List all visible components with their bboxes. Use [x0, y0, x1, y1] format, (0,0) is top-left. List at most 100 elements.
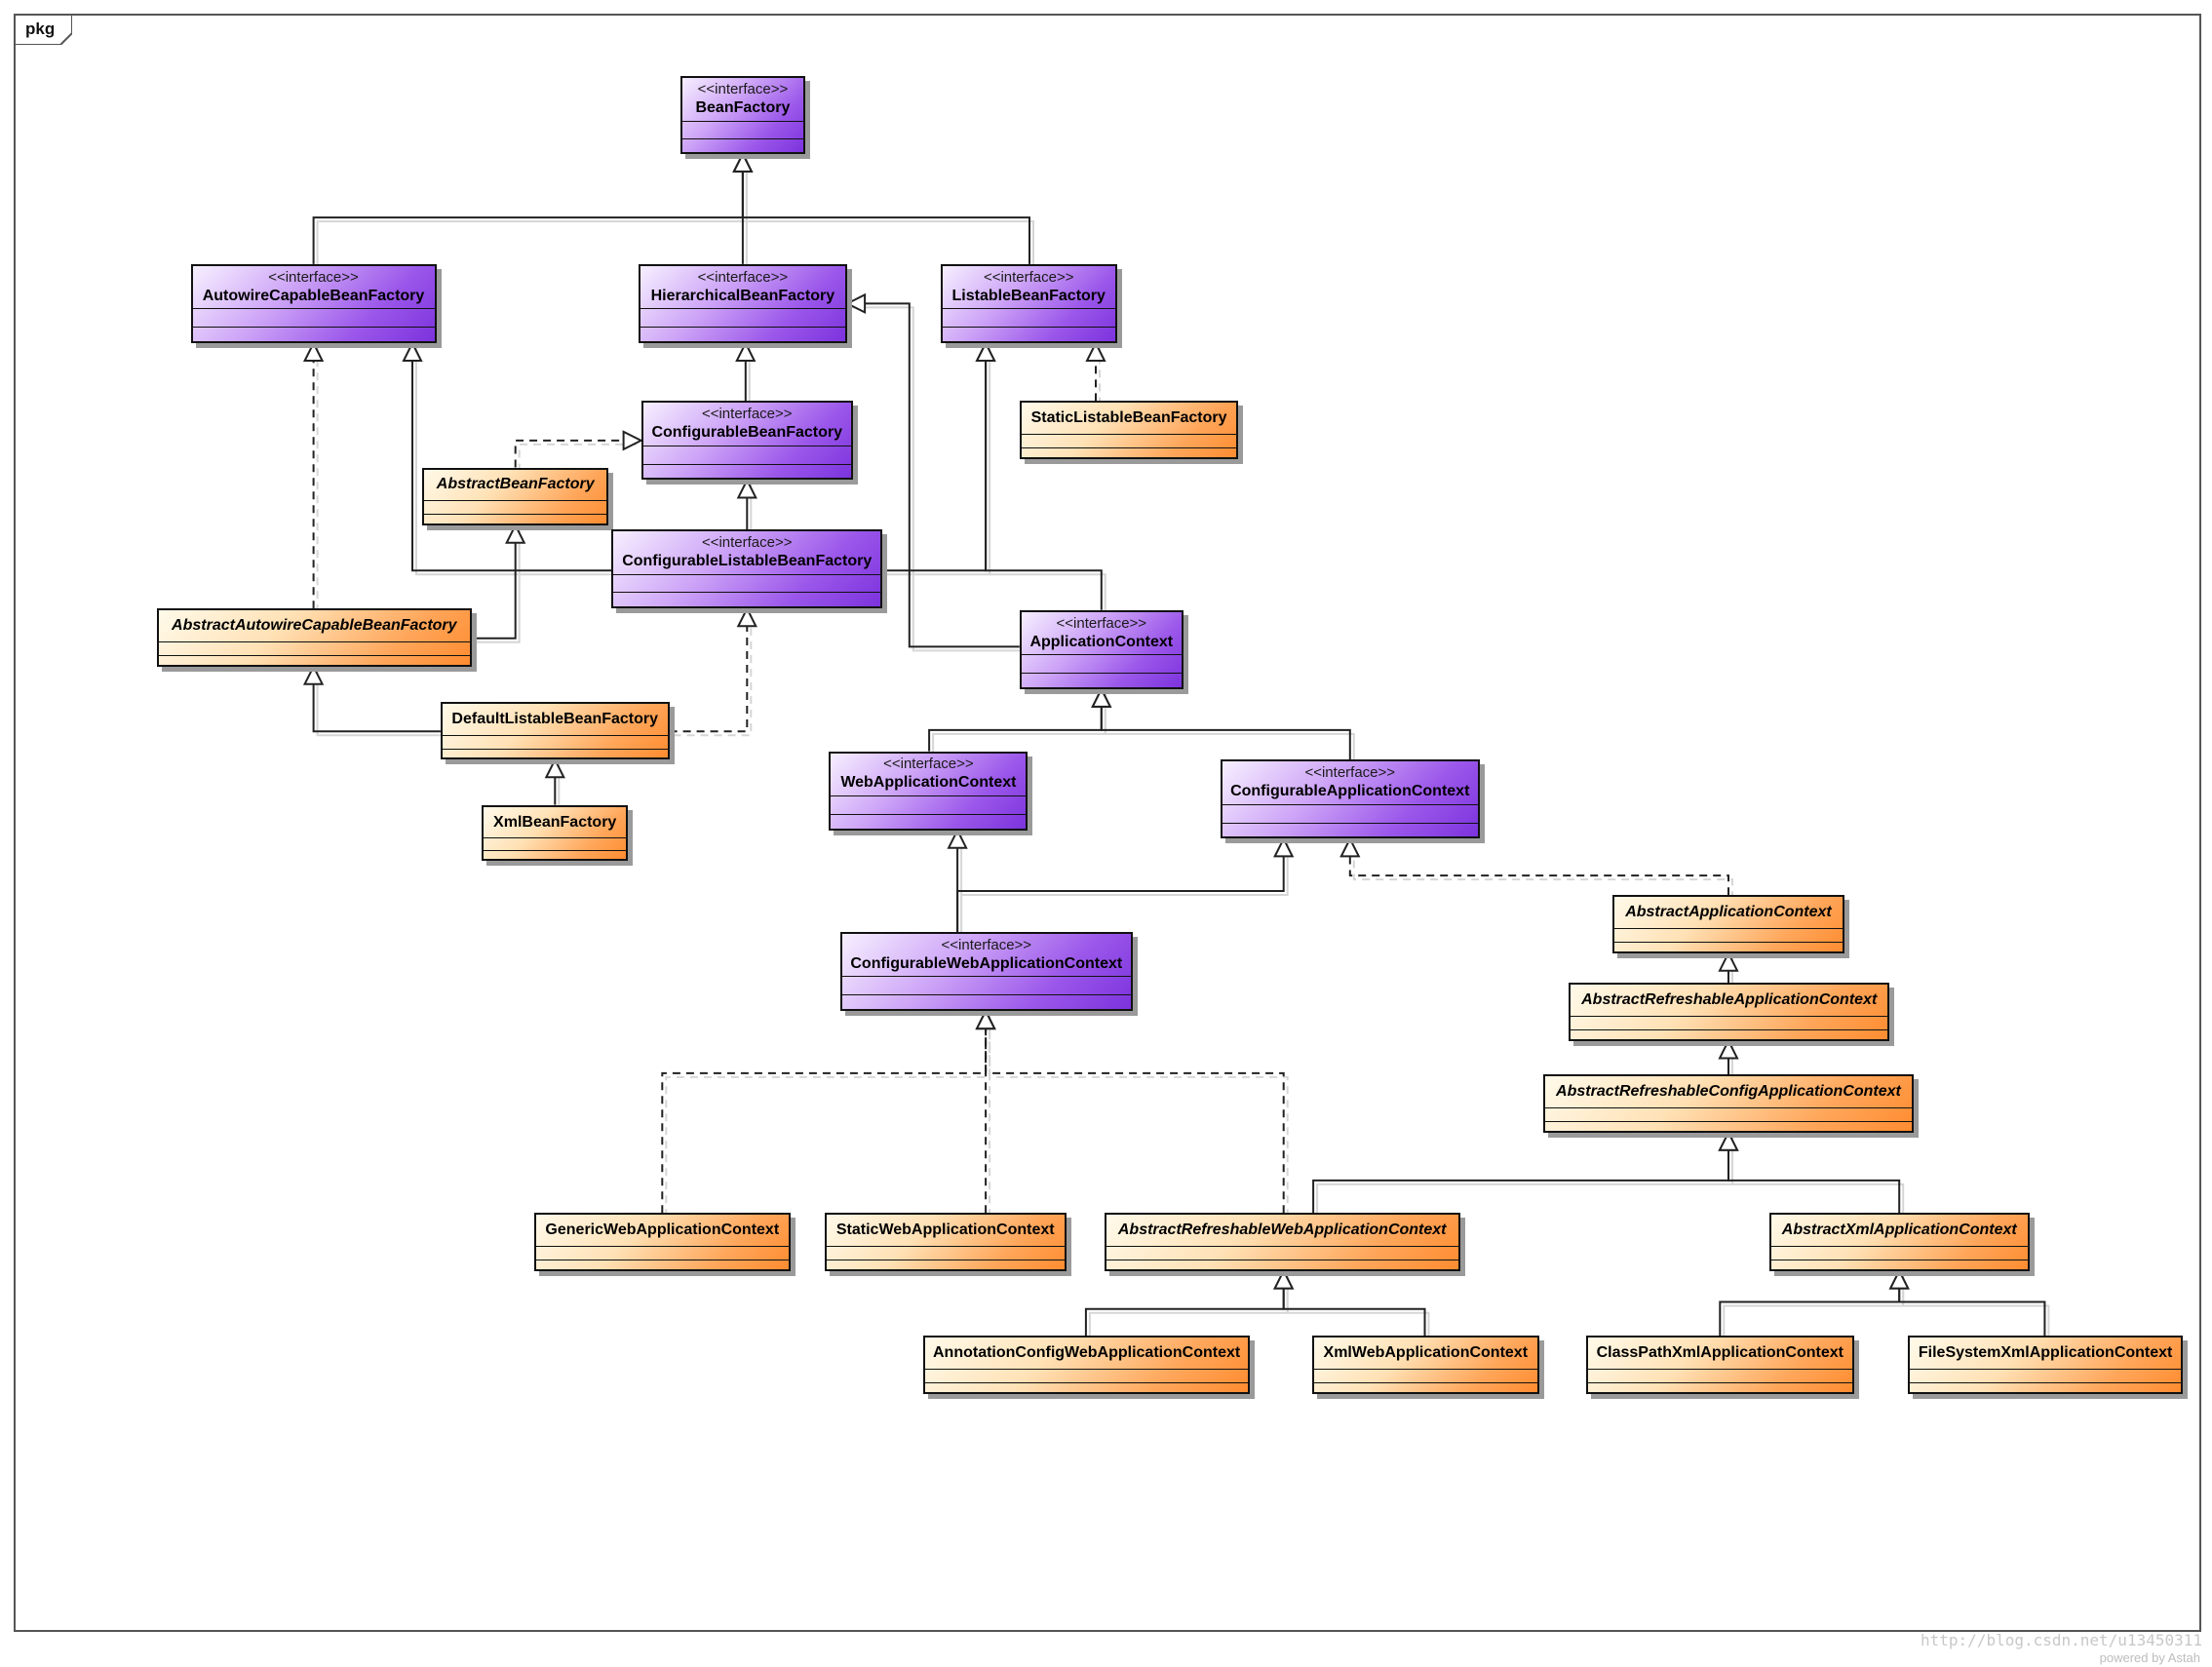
class-name-label: DefaultListableBeanFactory [451, 710, 659, 727]
class-name-label: WebApplicationContext [840, 774, 1017, 792]
uml-arwac-box: AbstractRefreshableWebApplicationContext [1104, 1213, 1460, 1271]
uml-node-header: AbstractBeanFactory [424, 470, 606, 501]
class-name-label: AbstractXmlApplicationContext [1781, 1221, 2017, 1239]
uml-node-header: <<interface>>WebApplicationContext [831, 754, 1026, 795]
edge-shadow [960, 842, 1289, 936]
class-name-label: ConfigurableWebApplicationContext [850, 954, 1123, 972]
class-name-label: FileSystemXmlApplicationContext [1918, 1344, 2173, 1362]
class-name-label: XmlWebApplicationContext [1323, 1344, 1529, 1362]
attributes-compartment [1106, 1246, 1458, 1248]
uml-node-header: <<interface>>BeanFactory [682, 78, 803, 120]
generalization-edge-aacbf-to-abf [471, 524, 517, 640]
generalization-edge-clbf-to-lbf [882, 343, 988, 572]
operations-compartment [682, 137, 803, 139]
attributes-compartment [1545, 1107, 1912, 1109]
uml-lbf-box: <<interface>>ListableBeanFactory [940, 263, 1117, 343]
realization-edge-abf-to-cbf [514, 439, 641, 468]
uml-gwac-box: GenericWebApplicationContext [533, 1213, 792, 1271]
hollow-triangle-arrowhead [302, 340, 325, 362]
uml-node-header: StaticListableBeanFactory [1022, 403, 1237, 434]
uml-cbf-box: <<interface>>ConfigurableBeanFactory [640, 401, 853, 481]
class-name-label: StaticListableBeanFactory [1030, 409, 1227, 427]
operations-compartment [424, 514, 607, 516]
attributes-compartment [192, 308, 435, 310]
uml-node-header: ClassPathXmlApplicationContext [1588, 1337, 1852, 1369]
package-label: pkg [25, 19, 56, 38]
realization-edge-aac-to-cac [1348, 838, 1729, 896]
uml-clbf-box: <<interface>>ConfigurableListableBeanFac… [611, 529, 883, 609]
edge-shadow [475, 528, 521, 643]
attributes-compartment [682, 120, 803, 122]
package-tab [14, 14, 72, 45]
edge-shadow [1731, 1136, 1905, 1218]
edge-shadow [886, 347, 991, 576]
stereotype-label: <<interface>> [701, 406, 793, 423]
uml-axac-box: AbstractXmlApplicationContext [1769, 1213, 2030, 1271]
attributes-compartment [442, 734, 668, 736]
realization-edge-gwac-to-cwac [661, 1011, 988, 1214]
hollow-triangle-arrowhead [1888, 1268, 1910, 1290]
hollow-triangle-arrowhead [1273, 1268, 1295, 1290]
attributes-compartment [826, 1246, 1065, 1248]
class-name-label: AbstractRefreshableApplicationContext [1581, 991, 1878, 1009]
edge-shadow [745, 157, 1034, 268]
edge-shadow [1723, 1274, 1905, 1340]
edge-shadow [1902, 1274, 2050, 1340]
attributes-compartment [1313, 1369, 1537, 1371]
operations-compartment [1545, 1120, 1912, 1122]
hollow-triangle-arrowhead [1085, 340, 1106, 362]
edge-shadow [1352, 842, 1733, 900]
stereotype-label: <<interface>> [1056, 614, 1147, 632]
uml-node-header: <<interface>>ApplicationContext [1022, 612, 1182, 654]
class-name-label: AbstractRefreshableWebApplicationContext [1117, 1221, 1447, 1239]
generalization-edge-dlbf-to-aacbf [312, 666, 441, 733]
generalization-edge-lbf-to-bf [741, 153, 1030, 264]
attributes-compartment [640, 308, 846, 310]
operations-compartment [1571, 1028, 1888, 1030]
uml-node-header: AbstractRefreshableConfigApplicationCont… [1545, 1076, 1912, 1107]
uml-abf-box: AbstractBeanFactory [422, 467, 609, 525]
class-name-label: BeanFactory [695, 98, 791, 116]
edge-shadow [851, 306, 1024, 652]
attributes-compartment [831, 795, 1027, 797]
attributes-compartment [483, 837, 627, 839]
uml-node-header: AbstractApplicationContext [1614, 897, 1843, 928]
uml-node-header: DefaultListableBeanFactory [443, 704, 668, 735]
class-name-label: AnnotationConfigWebApplicationContext [932, 1344, 1241, 1362]
class-name-label: AbstractRefreshableConfigApplicationCont… [1556, 1083, 1901, 1101]
generalization-edge-ac-to-lbf [985, 343, 1103, 610]
class-name-label: ListableBeanFactory [951, 287, 1106, 304]
uml-node-header: <<interface>>ConfigurableApplicationCont… [1222, 761, 1479, 803]
attributes-compartment [424, 500, 607, 502]
edge-shadow [989, 347, 1106, 614]
uml-node-header: XmlWebApplicationContext [1314, 1337, 1537, 1369]
generalization-edge-cac-to-ac [1100, 688, 1351, 760]
stereotype-label: <<interface>> [701, 533, 793, 551]
uml-fsxac-box: FileSystemXmlApplicationContext [1907, 1336, 2184, 1394]
generalization-edge-cpxac-to-axac [1719, 1270, 1901, 1337]
uml-slbf-box: StaticListableBeanFactory [1019, 401, 1239, 459]
edge-shadow [518, 443, 645, 472]
edge-shadow [673, 612, 753, 737]
operations-compartment [1909, 1381, 2182, 1383]
class-name-label: ApplicationContext [1029, 633, 1174, 650]
attributes-compartment [158, 641, 470, 643]
uml-node-header: StaticWebApplicationContext [827, 1215, 1065, 1246]
stereotype-label: <<interface>> [268, 268, 359, 286]
edge-shadow [415, 347, 616, 576]
uml-aacbf-box: AbstractAutowireCapableBeanFactory [156, 608, 472, 667]
uml-node-header: AbstractRefreshableApplicationContext [1571, 985, 1887, 1016]
hollow-triangle-arrowhead [844, 292, 867, 315]
uml-node-header: AbstractXmlApplicationContext [1771, 1215, 2028, 1246]
hollow-triangle-arrowhead [544, 757, 565, 779]
class-name-label: ConfigurableListableBeanFactory [622, 552, 873, 569]
operations-compartment [483, 850, 627, 852]
hollow-triangle-arrowhead [302, 664, 325, 685]
attributes-compartment [1021, 654, 1182, 656]
attributes-compartment [1222, 803, 1478, 805]
uml-node-header: <<interface>>ConfigurableListableBeanFac… [613, 531, 880, 573]
uml-cac-box: <<interface>>ConfigurableApplicationCont… [1220, 759, 1480, 839]
uml-xwac-box: XmlWebApplicationContext [1311, 1336, 1539, 1394]
